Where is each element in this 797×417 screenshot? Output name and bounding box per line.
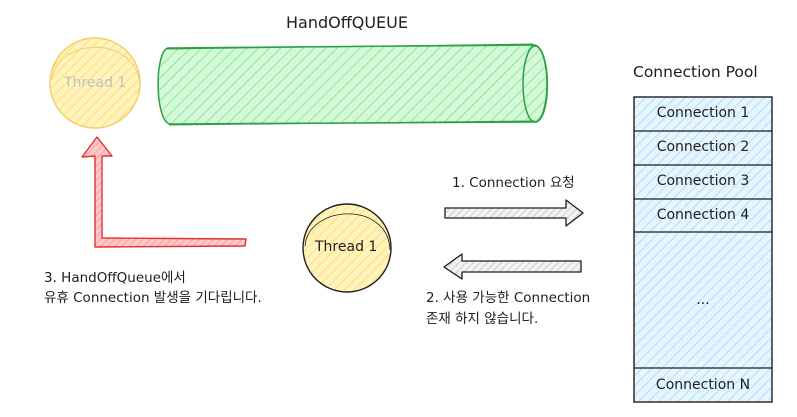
pool-ellipsis: ... [696, 292, 710, 308]
request-arrow [444, 199, 584, 227]
pool-connection-2: Connection 2 [656, 139, 750, 155]
pool-connection-3: Connection 3 [656, 173, 750, 189]
step3-label-line1: 3. HandOffQueue에서 [44, 270, 186, 286]
step2-label-line2: 존재 하지 않습니다. [426, 311, 539, 327]
waiting-thread-circle [49, 37, 141, 129]
connection-pool-box [633, 96, 773, 403]
step3-label-line2: 유휴 Connection 발생을 기다립니다. [44, 290, 262, 306]
queue-title: HandOffQUEUE [286, 13, 408, 32]
active-thread-circle [302, 203, 392, 293]
handoff-queue-cylinder [157, 43, 549, 126]
pool-connection-1: Connection 1 [656, 105, 750, 121]
pool-title: Connection Pool [633, 63, 758, 81]
pool-connection-4: Connection 4 [656, 207, 750, 223]
step2-label-line1: 2. 사용 가능한 Connection [426, 290, 591, 306]
active-thread-label: Thread 1 [315, 239, 378, 255]
step1-label: 1. Connection 요청 [452, 175, 575, 191]
wait-in-queue-arrow [81, 136, 247, 248]
waiting-thread-label: Thread 1 [64, 75, 127, 91]
response-arrow [443, 253, 582, 280]
pool-connection-n: Connection N [655, 377, 751, 393]
